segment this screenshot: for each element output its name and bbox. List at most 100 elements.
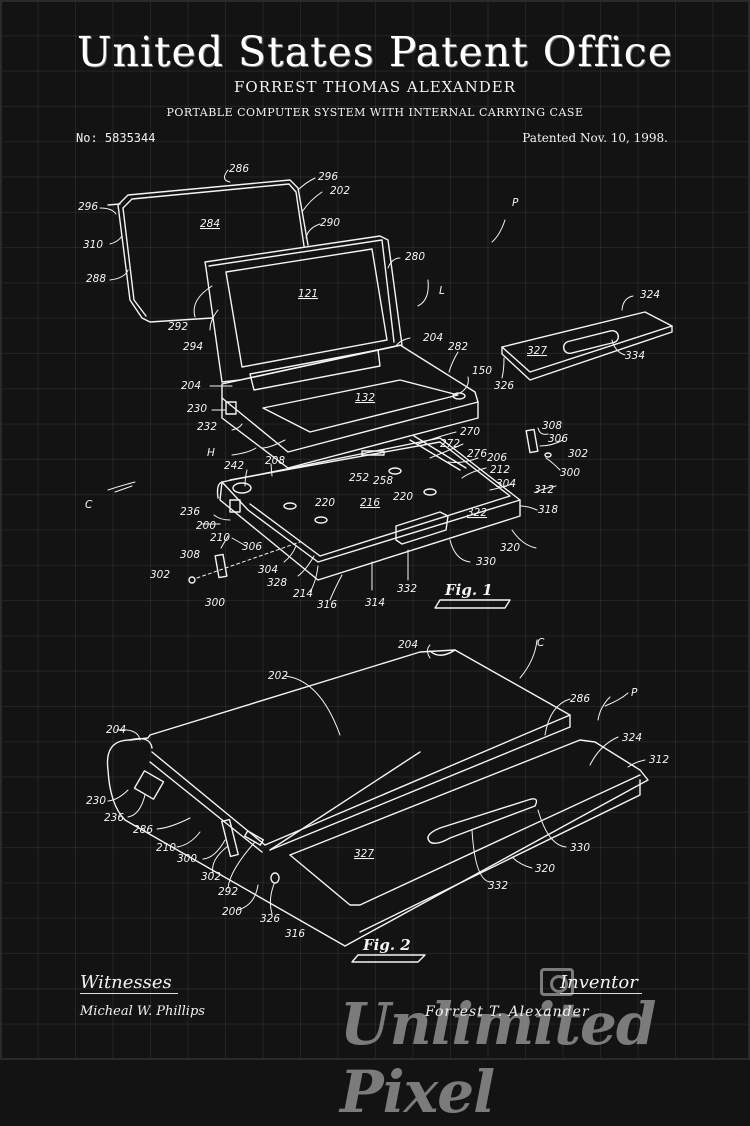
ref-label: 304 xyxy=(258,564,278,576)
ref-label: 286 xyxy=(570,693,590,705)
ref-label: 302 xyxy=(201,871,221,883)
ref-label: 334 xyxy=(625,350,645,362)
ref-label: 288 xyxy=(86,273,106,285)
ref-label: 286 xyxy=(229,163,249,175)
ref-label: 314 xyxy=(365,597,385,609)
ref-label: 328 xyxy=(267,577,287,589)
ref-label: 310 xyxy=(83,239,103,251)
ref-label: 296 xyxy=(318,171,338,183)
carrying-plate xyxy=(501,311,673,381)
ref-label: 210 xyxy=(156,842,176,854)
figure-1: 286 296 202 296 284 290 310 288 121 280 … xyxy=(78,163,673,611)
ref-label: 330 xyxy=(476,556,496,568)
ref-label: H xyxy=(207,447,215,459)
inventor-signature: Forrest T. Alexander xyxy=(425,1004,590,1020)
ref-label: 292 xyxy=(218,886,238,898)
inventor-name: FORREST THOMAS ALEXANDER xyxy=(233,78,517,96)
ref-label: 282 xyxy=(448,341,468,353)
laptop-screen xyxy=(204,235,403,391)
case-body xyxy=(216,435,521,581)
ref-label: 326 xyxy=(494,380,514,392)
ref-label: 320 xyxy=(535,863,555,875)
leader-lines xyxy=(99,169,634,601)
latch-parts xyxy=(188,428,552,584)
ref-label: 236 xyxy=(180,506,200,518)
figure-1-caption: Fig. 1 xyxy=(434,581,511,609)
page-title: United States Patent Office xyxy=(76,28,674,76)
ref-label: 206 xyxy=(487,452,507,464)
ref-label: 294 xyxy=(183,341,203,353)
ref-label: 308 xyxy=(180,549,200,561)
ref-label: 312 xyxy=(534,484,554,496)
ref-label: 300 xyxy=(205,597,225,609)
ref-label: 320 xyxy=(500,542,520,554)
reference-numerals: 286 296 202 296 284 290 310 288 121 280 … xyxy=(78,163,660,611)
ref-label: 204 xyxy=(423,332,443,344)
ref-label: 204 xyxy=(106,724,126,736)
ref-label: 286 xyxy=(133,824,153,836)
ref-label: 327 xyxy=(354,848,374,860)
figure-caption: Fig. 1 xyxy=(444,581,493,599)
camera-icon xyxy=(540,968,574,996)
ref-label: 150 xyxy=(472,365,492,377)
ref-label: 330 xyxy=(570,842,590,854)
ref-label: 208 xyxy=(265,455,285,467)
ref-label: 284 xyxy=(200,218,220,230)
ref-label: 300 xyxy=(177,853,197,865)
ref-label: 132 xyxy=(355,392,375,404)
ref-label: 332 xyxy=(488,880,508,892)
ref-label: 212 xyxy=(490,464,510,476)
ref-label: 216 xyxy=(360,497,380,509)
ref-label: 220 xyxy=(315,497,335,509)
ref-label: 242 xyxy=(224,460,244,472)
ref-label: C xyxy=(85,499,93,511)
ref-label: 252 xyxy=(349,472,369,484)
ref-label: 204 xyxy=(398,639,418,651)
witness-signature: Micheal W. Phillips xyxy=(80,1004,205,1019)
ref-label: 204 xyxy=(181,380,201,392)
figure-2: 204 C 202 286 P 204 324 312 230 236 286 … xyxy=(86,637,669,963)
ref-label: 327 xyxy=(527,345,547,357)
ref-label: 220 xyxy=(393,491,413,503)
fig2-reference-numerals: 204 C 202 286 P 204 324 312 230 236 286 … xyxy=(86,637,669,940)
ref-label: 324 xyxy=(622,732,642,744)
ref-label: C xyxy=(537,637,545,649)
ref-label: 214 xyxy=(293,588,313,600)
ref-label: 276 xyxy=(467,448,487,460)
ref-label: 230 xyxy=(187,403,207,415)
ref-label: 300 xyxy=(560,467,580,479)
ref-label: 316 xyxy=(285,928,305,940)
ref-label: 322 xyxy=(467,507,487,519)
ref-label: 236 xyxy=(104,812,124,824)
ref-label: P xyxy=(512,197,519,209)
inventor-heading: Inventor xyxy=(560,972,642,994)
figure-caption: Fig. 2 xyxy=(362,936,411,954)
ref-label: L xyxy=(439,285,445,297)
ref-label: 304 xyxy=(496,478,516,490)
ref-label: 296 xyxy=(78,201,98,213)
ref-label: 202 xyxy=(330,185,350,197)
patent-date: Patented Nov. 10, 1998. xyxy=(522,131,668,145)
witnesses-heading: Witnesses xyxy=(80,972,178,994)
ref-label: 290 xyxy=(320,217,340,229)
ref-label: 312 xyxy=(649,754,669,766)
detached-lid xyxy=(107,179,309,323)
ref-label: 302 xyxy=(568,448,588,460)
ref-label: 200 xyxy=(196,520,216,532)
patent-drawing: 286 296 202 296 284 290 310 288 121 280 … xyxy=(78,163,673,963)
ref-label: 210 xyxy=(210,532,230,544)
invention-title: PORTABLE COMPUTER SYSTEM WITH INTERNAL C… xyxy=(166,106,584,119)
ref-label: 270 xyxy=(460,426,480,438)
ref-label: 202 xyxy=(268,670,288,682)
fig2-leader-lines xyxy=(107,639,646,915)
ref-label: 232 xyxy=(197,421,217,433)
ref-label: 121 xyxy=(298,288,318,300)
ref-label: 306 xyxy=(242,541,262,553)
ref-label: 280 xyxy=(405,251,425,263)
ref-label: 272 xyxy=(440,438,460,450)
patent-number: No: 5835344 xyxy=(76,131,156,145)
ref-label: 324 xyxy=(640,289,660,301)
ref-label: 258 xyxy=(373,475,393,487)
ref-label: 318 xyxy=(538,504,558,516)
ref-label: 316 xyxy=(317,599,337,611)
